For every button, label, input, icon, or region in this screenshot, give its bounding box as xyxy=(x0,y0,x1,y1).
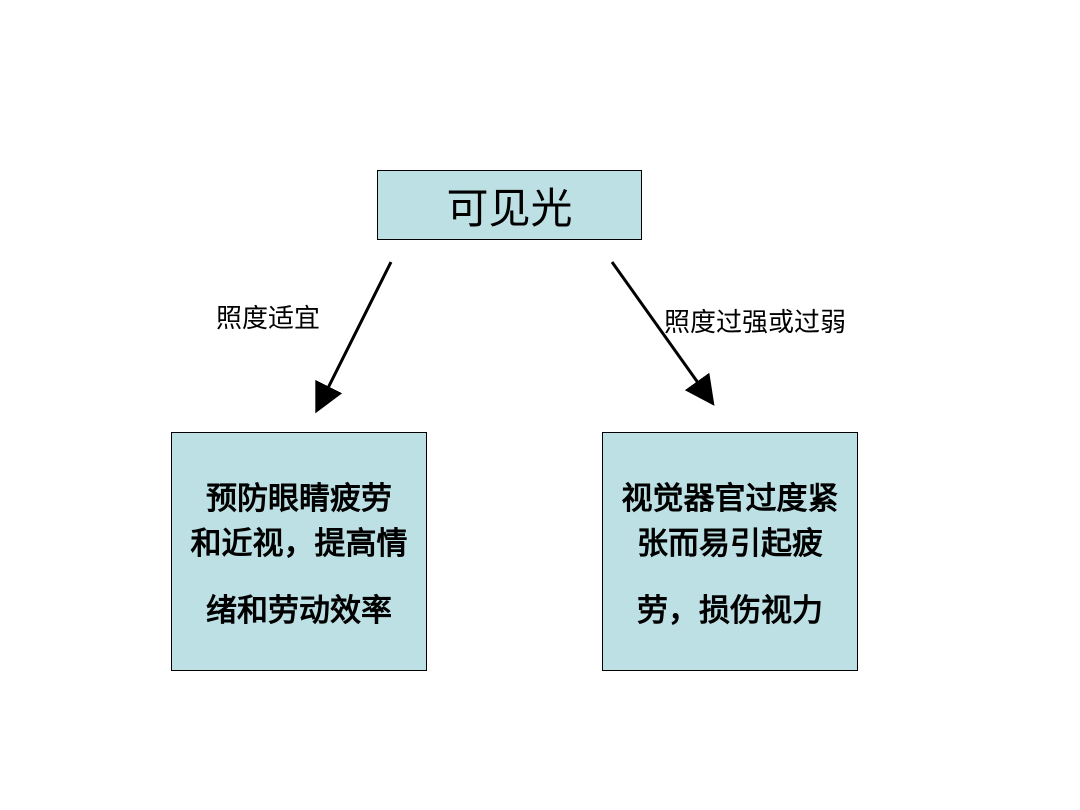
outcome-node-negative: 视觉器官过度紧 张而易引起疲 劳，损伤视力 xyxy=(602,432,858,671)
outcome-negative-line-2: 张而易引起疲 xyxy=(637,526,823,562)
arrow-left xyxy=(315,261,393,414)
edge-label-excessive-or-weak-illuminance: 照度过强或过弱 xyxy=(664,308,847,338)
outcome-positive-line-2: 和近视，提高情 xyxy=(190,526,408,562)
root-node-visible-light: 可见光 xyxy=(377,170,642,240)
arrow-right xyxy=(610,261,715,406)
outcome-node-positive: 预防眼睛疲劳 和近视，提高情 绪和劳动效率 xyxy=(171,432,427,671)
outcome-negative-line-1: 视觉器官过度紧 xyxy=(621,481,839,517)
edge-label-appropriate-illuminance: 照度适宜 xyxy=(216,304,321,334)
outcome-negative-line-3: 劳，损伤视力 xyxy=(637,593,823,629)
root-node-label: 可见光 xyxy=(446,183,573,233)
outcome-positive-line-1: 预防眼睛疲劳 xyxy=(206,481,392,517)
outcome-positive-line-3: 绪和劳动效率 xyxy=(206,593,392,629)
